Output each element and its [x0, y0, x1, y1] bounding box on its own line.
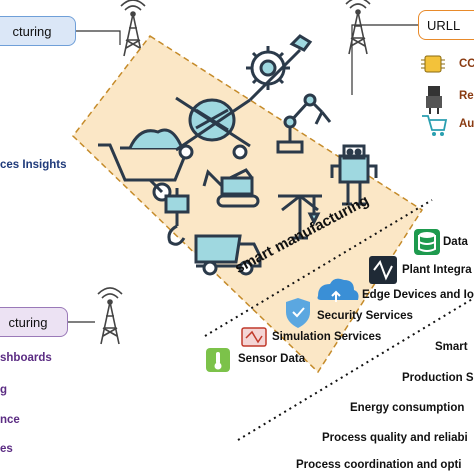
list-item-smart: Smart	[435, 341, 468, 353]
right-item-1: CC	[459, 58, 474, 70]
connector-lines	[68, 24, 418, 323]
list-item-energy: Energy consumption	[350, 402, 465, 414]
service-sensor-data: Sensor Data	[238, 353, 306, 365]
service-security: Security Services	[317, 310, 413, 322]
dump-truck-icon	[194, 234, 262, 276]
shield-icon	[286, 298, 310, 328]
service-plant-integration: Plant Integra	[402, 264, 472, 276]
tower-icon-top-left	[120, 0, 146, 57]
left-item-3: nce	[0, 414, 20, 426]
robot-arm-icon	[276, 93, 332, 154]
crane-hook-icon	[164, 188, 190, 246]
urll-box-label: URLL	[427, 17, 461, 33]
right-item-3: Au	[459, 118, 474, 130]
left-item-4: es	[0, 443, 13, 455]
wheelbarrow-icon	[98, 128, 191, 202]
top-left-box-label: cturing	[12, 23, 52, 39]
chip-icon	[421, 55, 445, 73]
tower-crane-icon	[278, 194, 322, 240]
list-item-coordination: Process coordination and opti	[296, 459, 462, 471]
bottom-left-box: cturing	[0, 307, 68, 337]
bottom-left-box-label: cturing	[8, 314, 48, 330]
robot-small-icon	[426, 86, 442, 114]
left-item-2: g	[0, 384, 8, 396]
cart-icon	[422, 115, 448, 136]
right-item-2: Re	[459, 90, 474, 102]
connector-top-right	[351, 24, 418, 60]
list-item-production: Production S	[402, 372, 474, 384]
excavator-icon	[202, 168, 260, 208]
service-simulation: Simulation Services	[272, 331, 382, 343]
dotted-divider-lower	[237, 297, 474, 441]
cement-mixer-icon	[175, 96, 251, 160]
insights-label: ces Insights	[0, 159, 67, 171]
tower-icon-bottom-left	[97, 287, 123, 345]
simulation-icon	[241, 327, 267, 347]
list-item-quality: Process quality and reliabi	[322, 432, 468, 444]
plant-integration-icon	[369, 256, 397, 284]
tower-icon-top-right	[345, 0, 371, 55]
urll-box: URLL	[418, 10, 474, 40]
service-edge-iot: Edge Devices and IoT	[362, 289, 474, 301]
dotted-divider-upper	[204, 199, 433, 337]
left-item-1: shboards	[0, 352, 52, 364]
cloud-edge-icon	[317, 278, 359, 302]
database-icon	[414, 229, 440, 255]
robot-icon	[330, 144, 378, 206]
service-data: Data	[443, 236, 468, 248]
sensor-icon	[206, 348, 230, 372]
top-left-box: cturing	[0, 16, 76, 46]
gear-wrench-icon	[246, 34, 313, 102]
connector-top-left	[76, 30, 121, 45]
